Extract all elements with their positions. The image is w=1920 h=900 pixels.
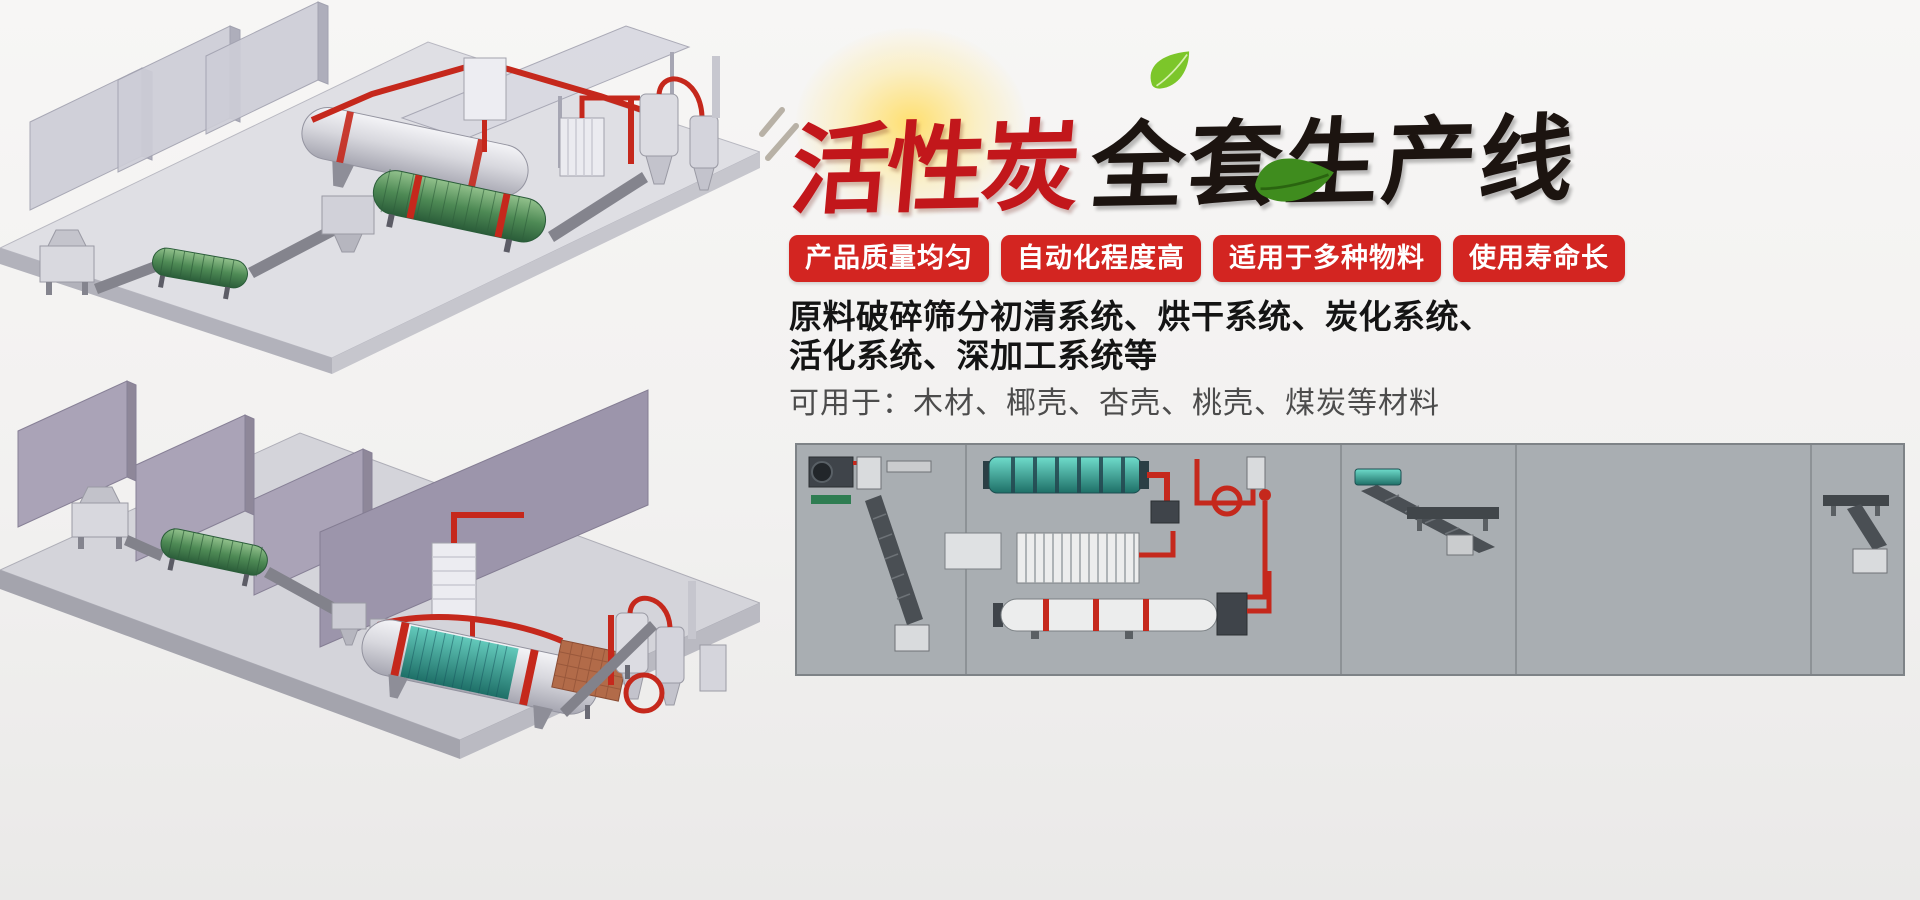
badge-long-life: 使用寿命长: [1453, 235, 1625, 282]
badge-uniform-quality: 产品质量均匀: [789, 235, 989, 282]
layout-diagram-panel: [795, 443, 1905, 676]
system-description: 原料破碎筛分初清系统、烘干系统、炭化系统、 活化系统、深加工系统等: [789, 297, 1493, 375]
cyclone-separators: [628, 56, 720, 191]
conveyor-legs: [585, 665, 630, 719]
conveyor-belt: [94, 262, 156, 294]
conveyor-belt: [548, 172, 648, 242]
conveyor-belt: [124, 535, 164, 561]
feeder-unit: [71, 486, 129, 549]
feeder-crusher: [39, 229, 95, 295]
page-title: 活性炭全套生产线: [786, 78, 1584, 234]
discharge-conveyors: [1354, 468, 1499, 556]
description-line-1: 原料破碎筛分初清系统、烘干系统、炭化系统、: [789, 298, 1493, 335]
title-red-part: 活性炭: [786, 111, 1082, 227]
speed-lines-icon: [759, 107, 799, 161]
badge-multi-material: 适用于多种物料: [1213, 235, 1441, 282]
leaf-icon: [1255, 158, 1334, 202]
process-tank: [463, 57, 507, 152]
side-tank: [699, 644, 727, 692]
conveyor-belt: [248, 224, 338, 278]
screening-drum: [160, 528, 268, 587]
description-line-2: 活化系统、深加工系统等: [789, 337, 1158, 374]
production-line-3d-render-bottom: [0, 380, 760, 759]
badge-high-automation: 自动化程度高: [1001, 235, 1201, 282]
activation-cylinder: [361, 619, 599, 730]
barrier-walls: [17, 380, 649, 648]
red-drop-pipe: [470, 617, 475, 641]
cooling-screening-unit: [944, 531, 1176, 584]
bag-filter: [559, 95, 640, 177]
conveyor-belt: [264, 567, 350, 621]
overhead-red-pipe: [377, 614, 564, 644]
packing-unit: [1823, 495, 1889, 574]
barrier-walls: [29, 1, 329, 211]
production-line-layout-diagram: [795, 443, 1905, 676]
feeding-unit: [808, 456, 932, 652]
feature-badges: 产品质量均匀 自动化程度高 适用于多种物料 使用寿命长: [789, 235, 1625, 282]
materials-line: 可用于：木材、椰壳、杏壳、桃壳、煤炭等材料: [789, 387, 1440, 420]
cooling-cylinder: [993, 571, 1272, 639]
leaf-icon: [1150, 51, 1190, 89]
carbonization-drum: [983, 456, 1180, 524]
buffer-hopper: [321, 195, 375, 253]
conveyor-belt: [560, 621, 657, 717]
production-line-3d-render-top: [0, 1, 760, 374]
screening-drum: [152, 247, 248, 300]
activation-drum: [372, 168, 547, 253]
light-burst-glow: [796, 28, 1026, 218]
